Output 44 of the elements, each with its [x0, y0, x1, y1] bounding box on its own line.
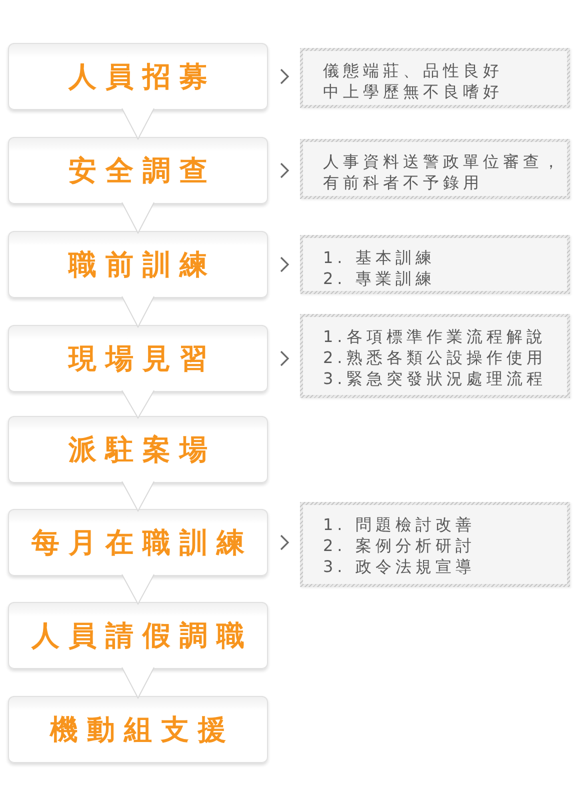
bubble-pointer — [122, 667, 154, 700]
step-label: 人員招募 — [67, 60, 216, 94]
chevron-arrow — [280, 534, 290, 550]
bubble-pointer — [122, 574, 154, 606]
note-text: 儀態端莊、品性良好 — [323, 60, 503, 81]
step-box — [8, 416, 268, 483]
step-box — [8, 696, 268, 763]
step-box — [8, 137, 268, 204]
note-text: 3. 政令法規宣導 — [323, 556, 476, 577]
note-box — [300, 502, 570, 587]
note-box — [300, 139, 570, 199]
bubble-pointer — [122, 108, 154, 140]
chevron-arrow — [280, 68, 290, 84]
note-text: 中上學歷無不良嗜好 — [323, 81, 503, 102]
chevron-arrow — [280, 256, 290, 272]
bubble-pointer — [122, 202, 154, 234]
bubble-pointer — [122, 481, 154, 512]
chevron-arrow — [280, 162, 290, 178]
step-box — [8, 509, 268, 576]
step-label: 機動組支援 — [48, 712, 235, 746]
note-box — [300, 314, 570, 398]
step-label: 現場見習 — [66, 342, 216, 376]
note-text: 3.緊急突發狀況處理流程 — [323, 368, 546, 389]
step-label: 職前訓練 — [67, 248, 216, 282]
step-box — [8, 43, 268, 110]
step-label: 人員請假調職 — [30, 618, 254, 652]
note-text: 2.熟悉各類公設操作使用 — [323, 347, 546, 368]
step-box — [8, 325, 268, 392]
chevron-arrow — [280, 350, 290, 366]
note-text: 1.各項標準作業流程解說 — [323, 326, 546, 347]
note-box — [300, 235, 570, 294]
step-label: 每月在職訓練 — [30, 526, 254, 560]
step-label: 派駐案場 — [67, 432, 216, 466]
bubble-pointer — [122, 390, 154, 419]
step-box — [8, 602, 268, 669]
note-text: 2. 案例分析研討 — [323, 535, 476, 556]
note-text: 人事資料送警政單位審查，有前科者不予錄用 — [323, 151, 564, 193]
step-box — [8, 231, 268, 298]
note-text: 2. 專業訓練 — [323, 268, 436, 289]
note-text: 1. 基本訓練 — [323, 247, 436, 268]
step-label: 安全調查 — [68, 154, 216, 188]
note-box — [300, 48, 570, 108]
note-text: 1. 問題檢討改善 — [323, 514, 476, 535]
bubble-pointer — [122, 296, 154, 328]
